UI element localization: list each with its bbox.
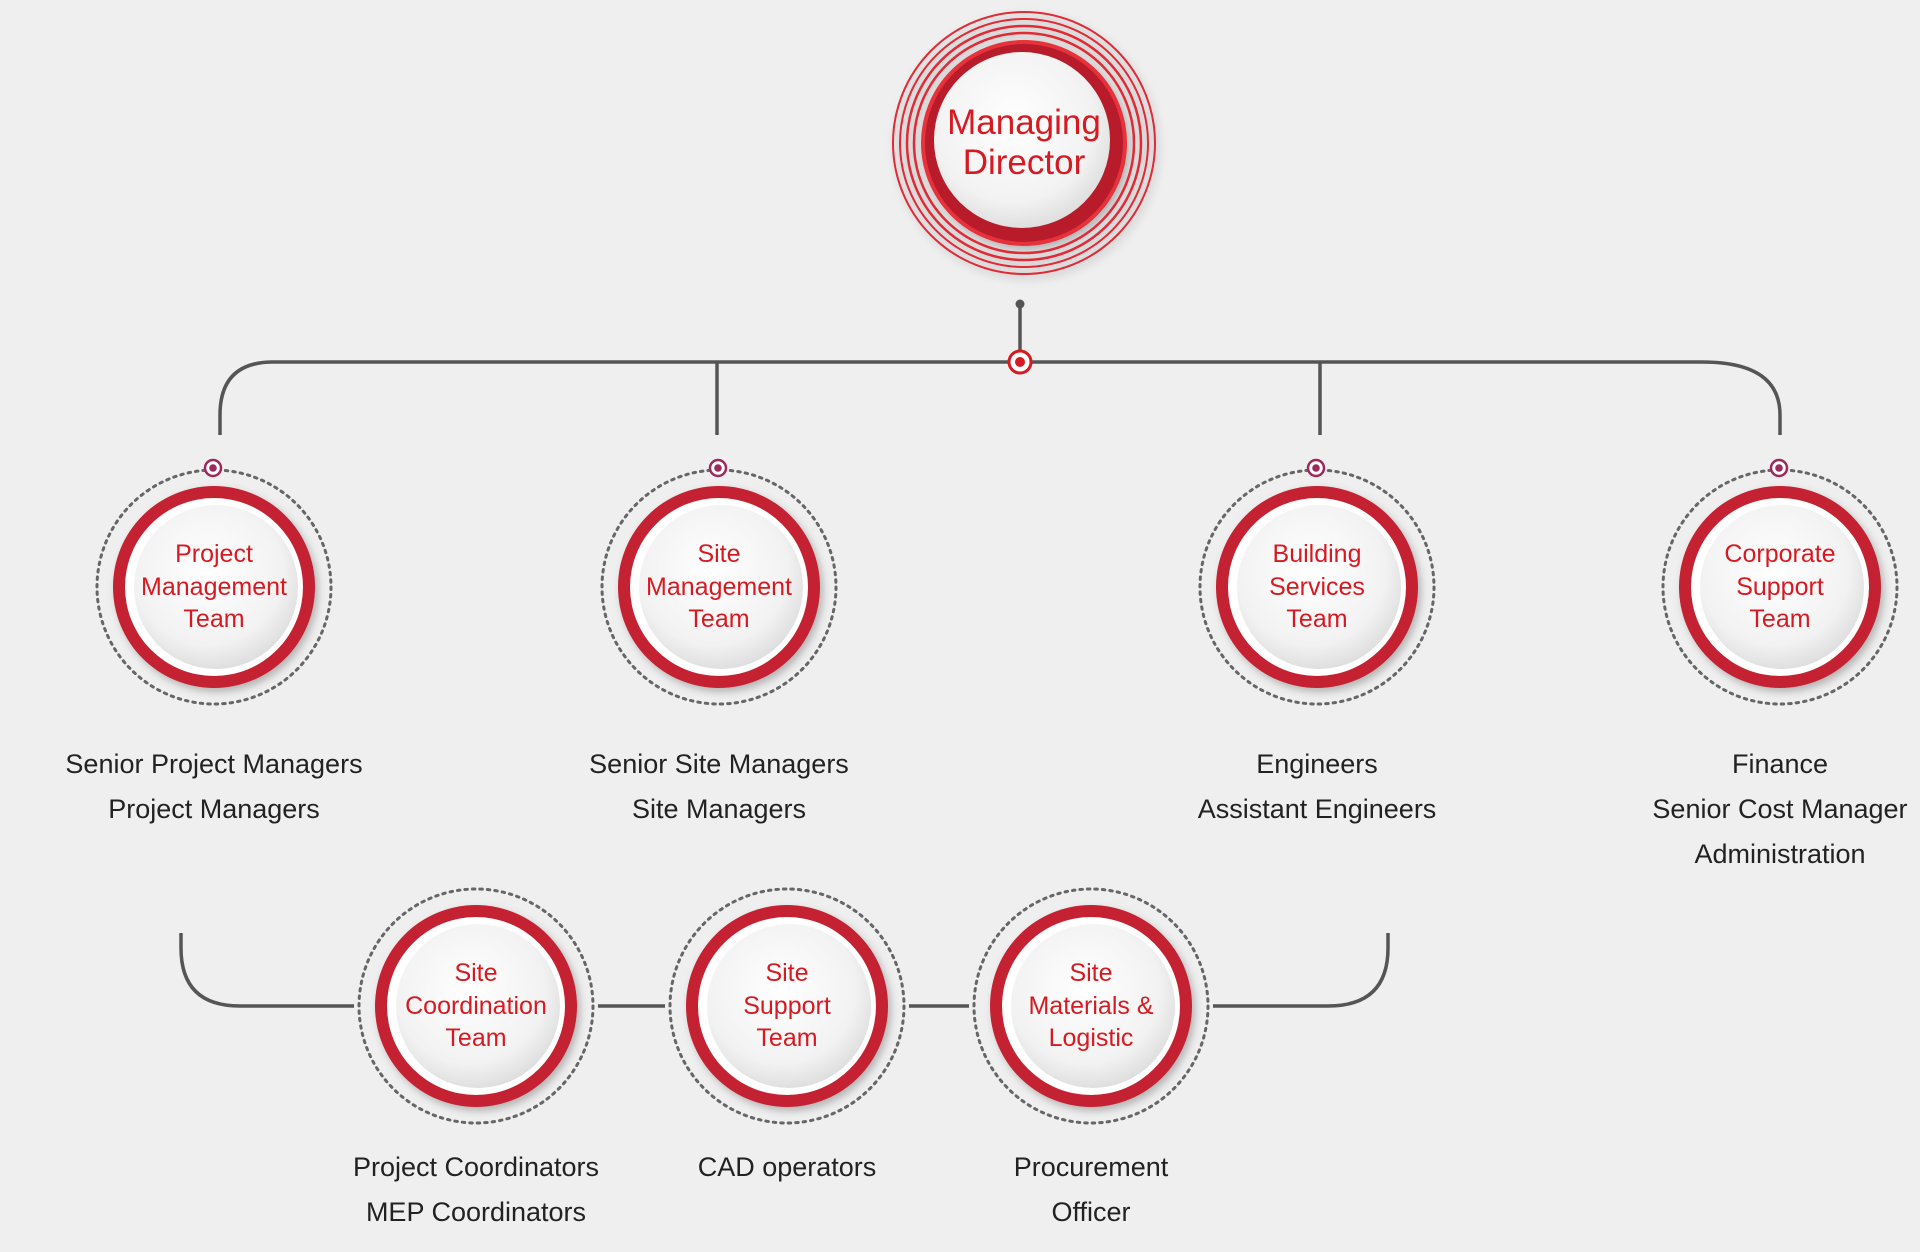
team-title: Project Management Team [141,540,287,634]
director-node [892,11,1156,275]
team-title: Site Management Team [646,540,792,634]
director-title: Managing Director [947,102,1101,182]
team-roles: Senior Project Managers Project Managers [65,749,363,824]
team-node-site-materials [969,884,1213,1128]
team-indicator-dot [1306,458,1326,478]
team-node-site-management [597,458,841,709]
team-title: Site Coordination Team [405,959,547,1053]
team-node-corporate-support [1658,458,1902,709]
team-title: Site Support Team [743,959,831,1053]
team-indicator-dot [1769,458,1789,478]
team-roles: Finance Senior Cost Manager Administrati… [1652,749,1908,869]
team-indicator-dot [708,458,728,478]
team-title: Building Services Team [1269,540,1365,634]
team-node-site-coordination [354,884,598,1128]
junction-marker [1007,349,1033,375]
team-node-building-services [1195,458,1439,709]
team-title: Corporate Support Team [1724,540,1836,634]
team-indicator-dot [203,458,223,478]
team-roles: Engineers Assistant Engineers [1197,749,1437,824]
team-node-project-management [92,458,336,709]
junction-dot [1015,299,1025,309]
team-roles: Procurement Officer [1013,1152,1169,1227]
team-title: Site Materials & Logistic [1028,959,1154,1053]
team-node-site-support [665,884,909,1128]
team-roles: CAD operators [697,1152,877,1182]
team-roles: Senior Site Managers Site Managers [589,749,849,824]
top-connectors [218,304,1782,435]
team-roles: Project Coordinators MEP Coordinators [352,1152,600,1227]
